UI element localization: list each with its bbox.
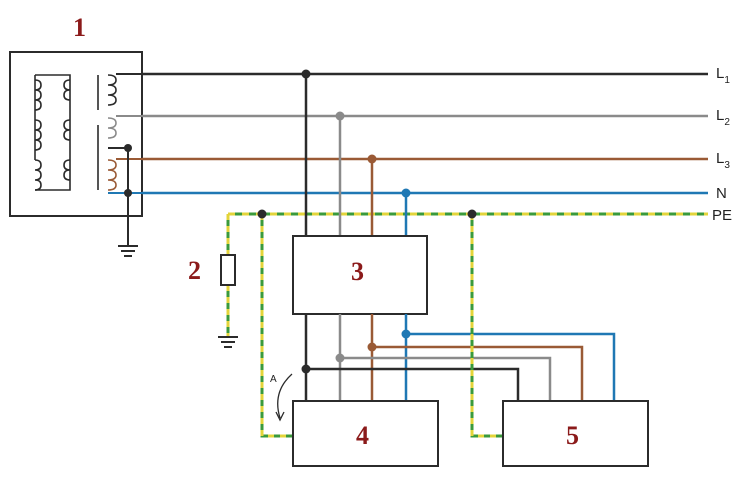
label-n: N [716,185,727,202]
label-l2: L2 [716,107,730,128]
transformer-box [9,51,143,217]
resistor-icon [220,254,236,286]
label-pe: PE [712,207,732,224]
marker-5: 5 [566,421,579,450]
ground-icon [118,245,138,257]
transformer-icon [34,74,117,191]
arrow-icon [275,373,293,422]
device-4-box [292,400,439,467]
marker-3: 3 [351,257,364,286]
marker-1: 1 [73,13,86,42]
device-5-box [502,400,649,467]
marker-2: 2 [188,256,201,285]
arrow-label: A [270,374,277,385]
pe-to-device-4 [260,214,293,438]
label-l3: L3 [716,150,730,171]
pe-to-device-5 [470,214,503,438]
ground-icon [218,336,238,348]
marker-4: 4 [356,421,369,450]
label-l1: L1 [716,65,730,86]
device-3-box [292,235,428,315]
